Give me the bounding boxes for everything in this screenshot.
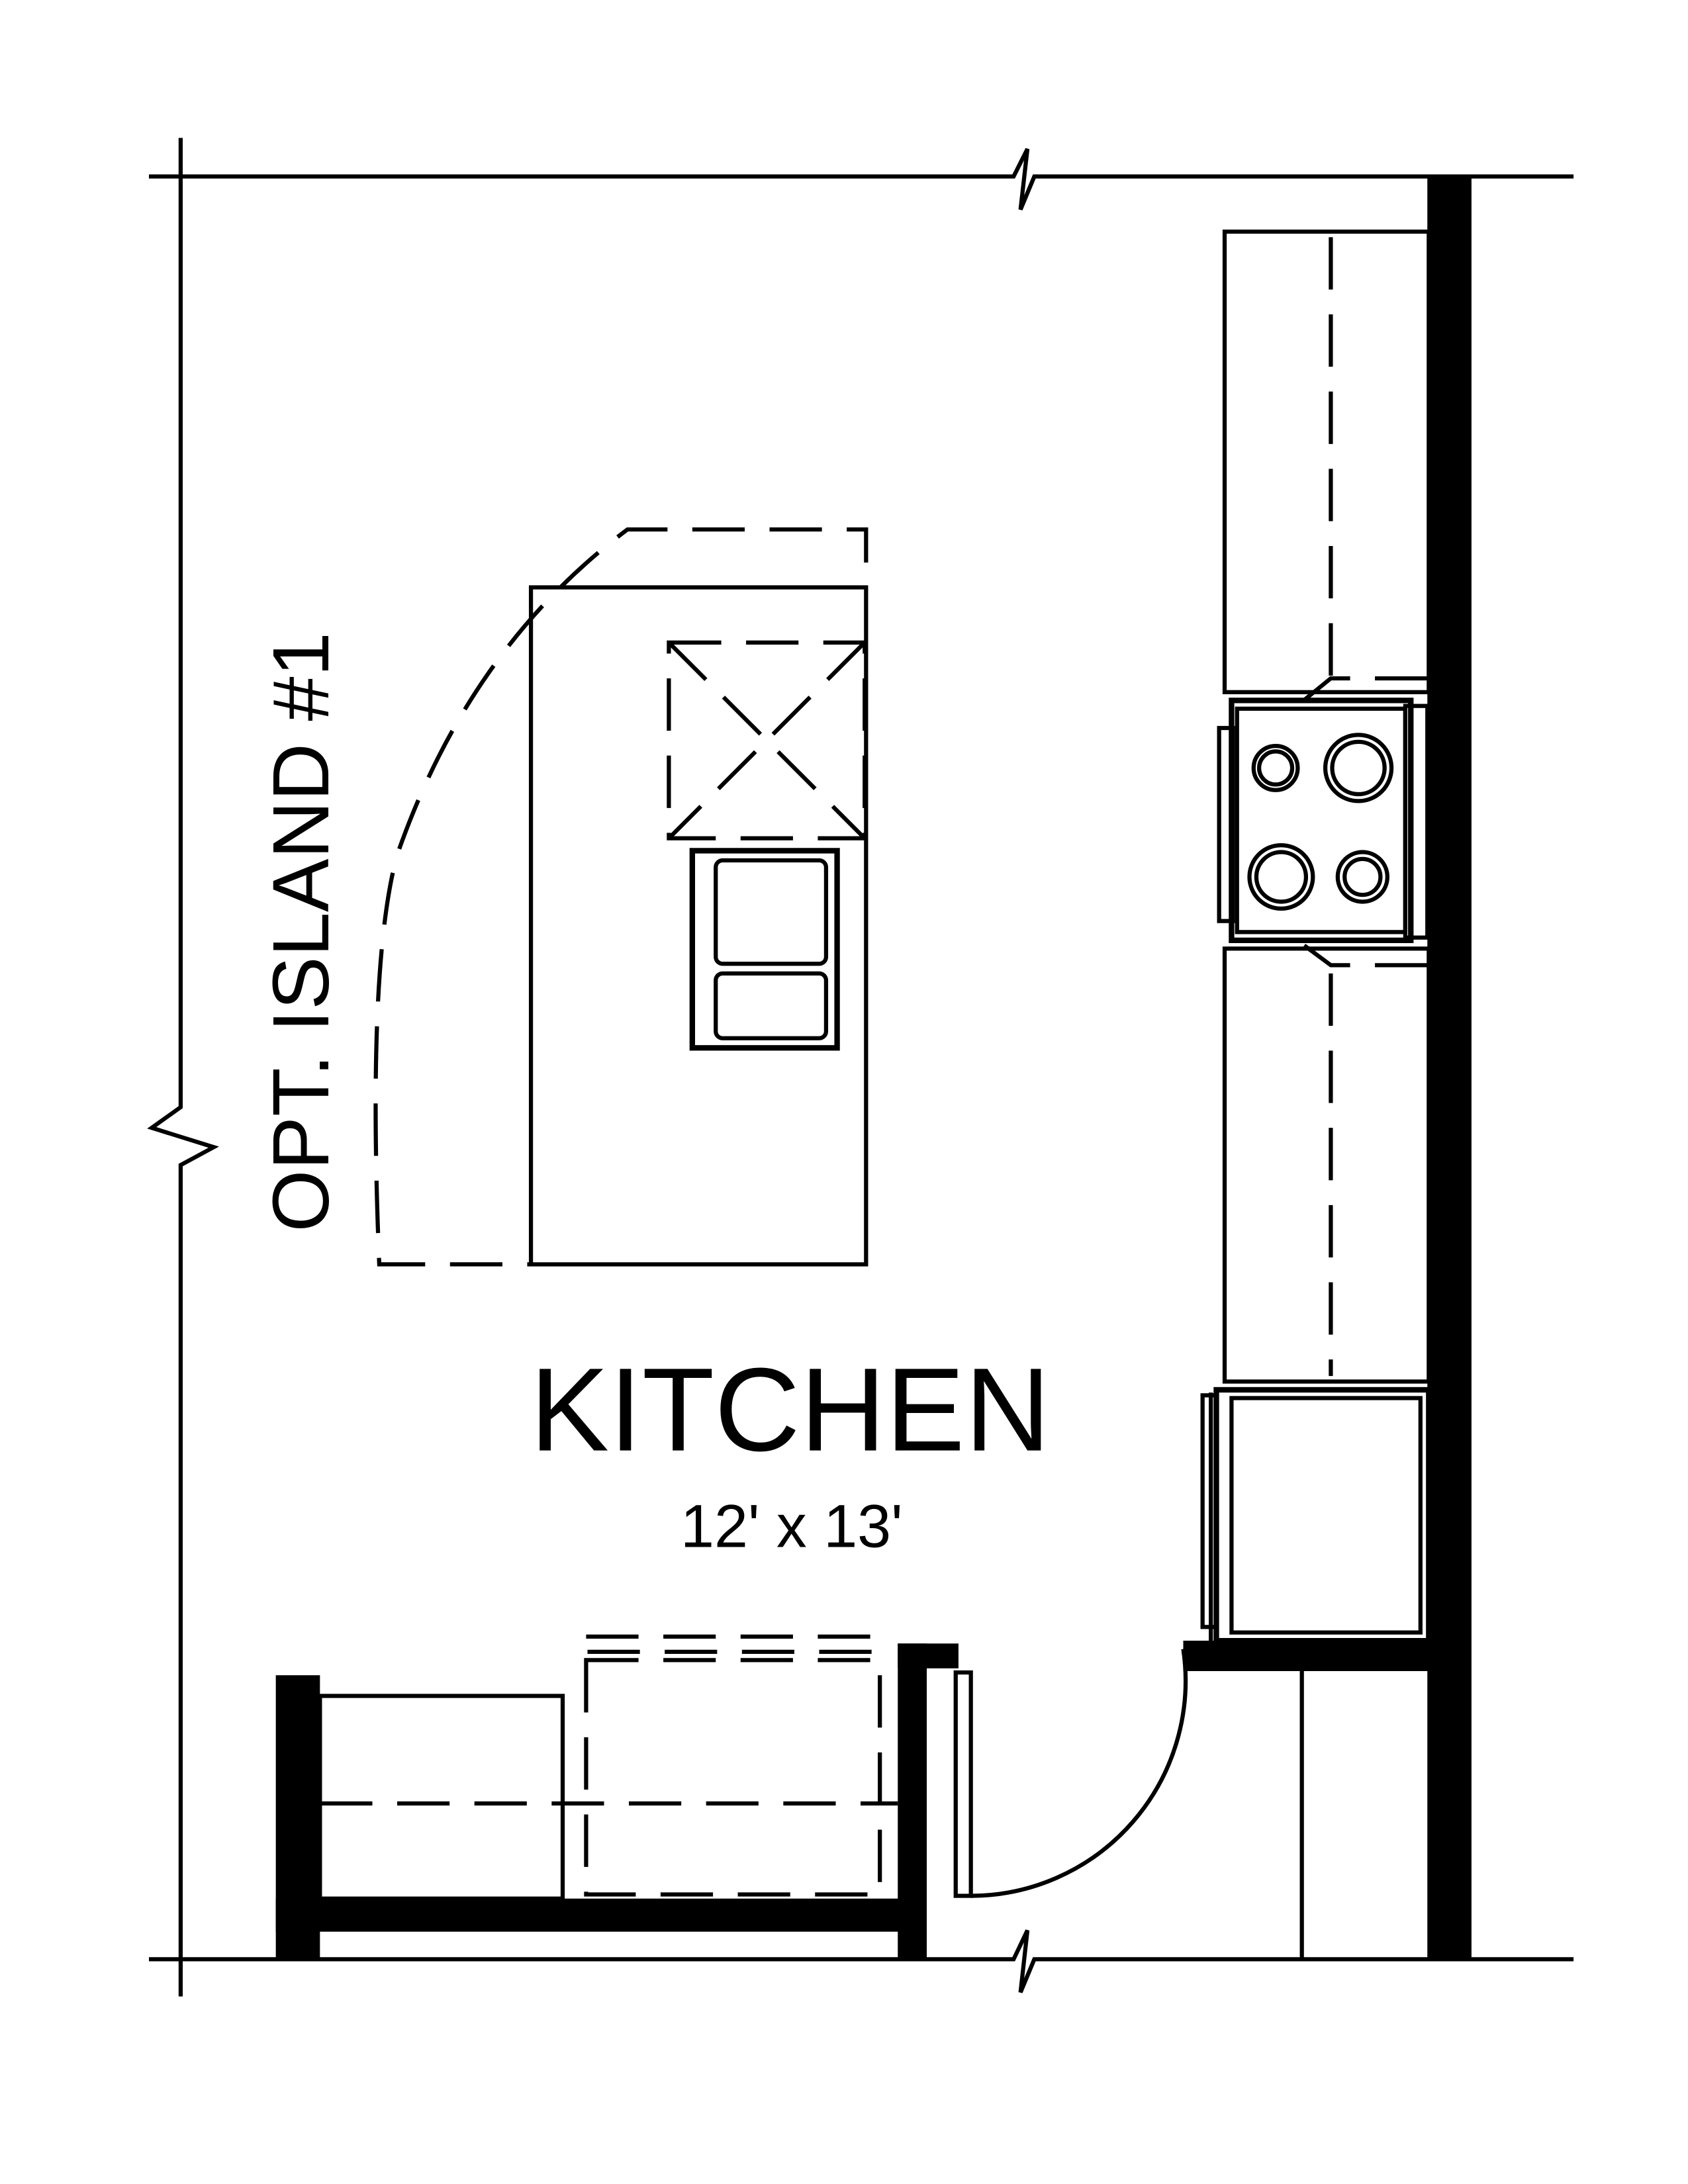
door xyxy=(953,1649,1188,1898)
left-break-line xyxy=(147,138,219,1997)
room-name: KITCHEN xyxy=(530,1343,1051,1476)
break-lines xyxy=(147,138,1574,1997)
optional-island xyxy=(373,527,868,1267)
option-label: OPT. ISLAND #1 xyxy=(256,632,346,1232)
lower-left-cabinets xyxy=(318,1634,898,1901)
top-break-line xyxy=(149,148,1574,210)
island-dishwasher xyxy=(667,640,867,841)
range-cooktop xyxy=(1217,698,1430,944)
island-sink xyxy=(689,848,840,1051)
pantry-wall xyxy=(1183,1641,1432,1960)
lower-counter xyxy=(1222,936,1431,1384)
room-dimensions: 12' x 13' xyxy=(680,1493,903,1561)
upper-counter xyxy=(1222,229,1431,711)
refrigerator xyxy=(1200,1387,1432,1644)
lower-left-wall xyxy=(275,1643,959,1960)
bottom-break-line xyxy=(149,1929,1574,1993)
right-wall xyxy=(1427,176,1472,1960)
